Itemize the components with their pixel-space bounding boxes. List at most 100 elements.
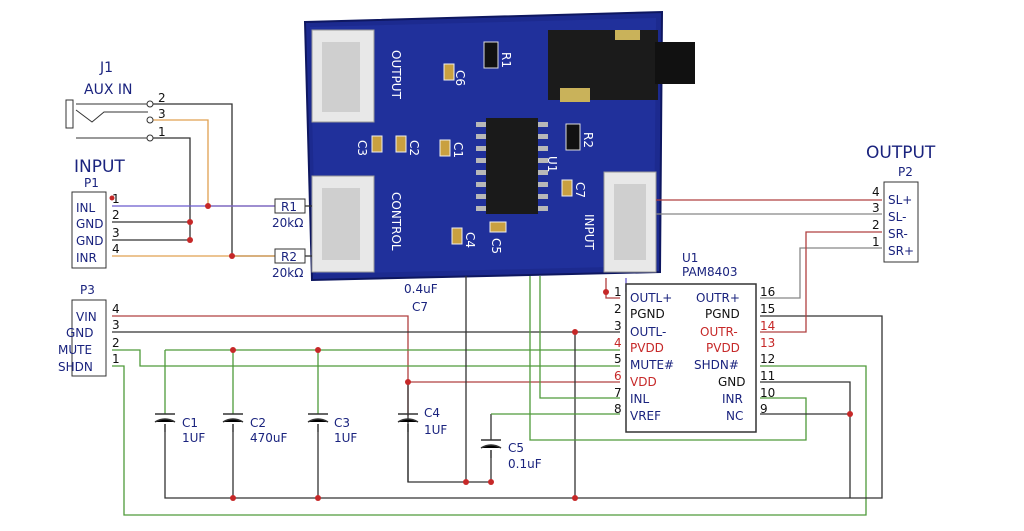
p2-output-header: OUTPUT P2 SL+ SL- SR- SR+ 4 3 2 1 [866,143,936,263]
c4-ref: C4 [424,406,440,420]
u1-pin15-name: PGND [705,307,740,321]
c2-value: 470uF [250,431,288,445]
u1-pin15-num: 15 [760,302,775,316]
silk-c1: C1 [451,142,465,158]
u1-pin1-num: 1 [614,285,622,299]
silk-r2: R2 [581,132,595,148]
u1-pin5-num: 5 [614,352,622,366]
c5-ref: C5 [508,441,524,455]
silk-output: OUTPUT [389,50,403,100]
u1-pin4-num: 4 [614,336,622,350]
c7-ref: C7 [412,300,428,314]
r2-resistor: R2 20kΩ [272,248,306,280]
u1-pin3-name: OUTL- [630,325,666,339]
u1-pin11-name: GND [718,375,746,389]
p1-pin1-num: 1 [112,192,120,206]
u1-value: PAM8403 [682,265,738,279]
p3-pin2-num: 2 [112,336,120,350]
wires [112,103,883,516]
j1-pin-2: 2 [158,91,166,105]
p2-pin2-name: SR- [888,227,908,241]
u1-pin12-name: SHDN# [694,358,739,372]
u1-pin10-num: 10 [760,386,775,400]
p2-pin3-name: SL- [888,210,906,224]
silk-c6: C6 [453,70,467,86]
u1-pin9-num: 9 [760,402,768,416]
p1-pin2-name: GND [76,217,104,231]
p3-pin1-num: 1 [112,352,120,366]
silk-c7: C7 [573,182,587,198]
u1-pin7-num: 7 [614,386,622,400]
u1-pin7-name: INL [630,392,650,406]
p2-pin3-num: 3 [872,201,880,215]
p2-pin1-num: 1 [872,235,880,249]
j1-value: AUX IN [84,82,132,98]
capacitor-symbols [154,413,502,458]
u1-pin13-name: PVDD [706,341,740,355]
u1-pin11-num: 11 [760,369,775,383]
c1-value: 1UF [182,431,205,445]
u1-pin5-name: MUTE# [630,358,674,372]
p2-ref: P2 [898,165,913,179]
p1-ref: P1 [84,176,99,190]
u1-pin14-num: 14 [760,319,775,333]
u1-pin2-name: PGND [630,307,665,321]
u1-pin8-num: 8 [614,402,622,416]
u1-pin8-name: VREF [630,409,661,423]
p3-pin2-name: MUTE [58,343,92,357]
p2-pin2-num: 2 [872,218,880,232]
p3-pin3-name: GND [66,326,94,340]
pcb-smd-parts [371,41,581,245]
p2-pin1-name: SR+ [888,244,914,258]
c3-value: 1UF [334,431,357,445]
r2-ref: R2 [281,250,297,264]
j1-ref: J1 [99,60,113,76]
u1-pin10-name: INR [722,392,743,406]
pcb-input-connector [603,171,657,273]
pcb-control-connector [311,175,375,273]
p3-pin4-num: 4 [112,302,120,316]
r2-value: 20kΩ [272,266,303,280]
r1-value: 20kΩ [272,216,303,230]
u1-pin16-name: OUTR+ [696,291,740,305]
u1-pam8403: U1 PAM8403 OUTL+ PGND OUTL- PVDD MUTE# V… [614,251,775,433]
p2-pin4-num: 4 [872,185,880,199]
silk-r1: R1 [499,52,513,68]
silk-c5: C5 [489,238,503,254]
silk-c2: C2 [407,140,421,156]
pcb-board: OUTPUT CONTROL INPUT R1 R2 C6 C3 C2 C1 C… [303,10,695,282]
p1-pin3-num: 3 [112,226,120,240]
u1-pin3-num: 3 [614,319,622,333]
p1-pin4-num: 4 [112,242,120,256]
p2-pin4-name: SL+ [888,193,912,207]
silk-control: CONTROL [389,192,403,251]
silk-c4: C4 [463,232,477,248]
p1-pin3-name: GND [76,234,104,248]
u1-pin12-num: 12 [760,352,775,366]
j1-aux-jack: J1 AUX IN 2 3 1 [65,60,166,142]
junctions [187,203,853,501]
c4-value: 1UF [424,423,447,437]
output-title: OUTPUT [866,143,936,163]
u1-pin13-num: 13 [760,336,775,350]
pcb-ic-chip [476,118,548,214]
p3-pin1-name: SHDN [58,360,93,374]
silk-input: INPUT [582,214,596,251]
c3-ref: C3 [334,416,350,430]
j1-pin-1: 1 [158,125,166,139]
p3-pin4-name: VIN [76,310,97,324]
c5-value: 0.1uF [508,457,542,471]
c2-ref: C2 [250,416,266,430]
u1-pin14-name: OUTR- [700,325,738,339]
silk-c3: C3 [355,140,369,156]
u1-pin9-name: NC [726,409,743,423]
p3-power-header: P3 VIN GND MUTE SHDN 4 3 2 1 [58,283,120,377]
p3-ref: P3 [80,283,95,297]
r1-resistor: R1 20kΩ [272,198,306,230]
p1-pin2-num: 2 [112,208,120,222]
u1-pin6-num: 6 [614,369,622,383]
u1-pin6-name: VDD [630,375,657,389]
c7-value: 0.4uF [404,282,438,296]
r1-ref: R1 [281,200,297,214]
